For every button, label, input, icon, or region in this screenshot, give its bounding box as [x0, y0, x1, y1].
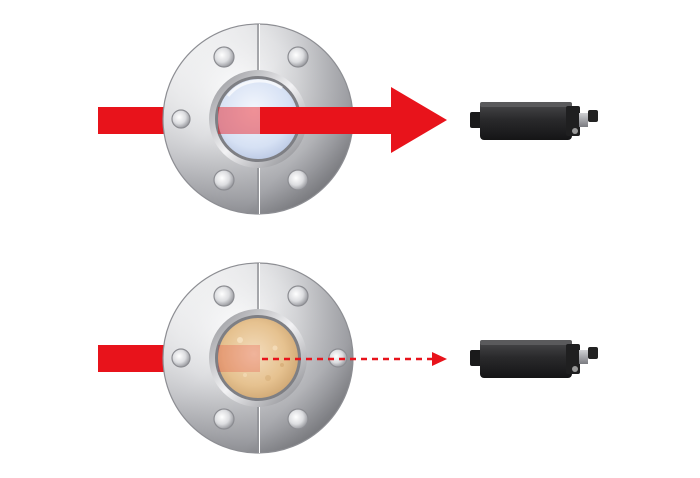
- bolt-hole: [287, 46, 309, 68]
- panel-coated: [98, 262, 598, 454]
- viewport-window-clean: [218, 79, 298, 159]
- laser-beam-arrowhead-weak: [432, 352, 447, 366]
- sensor-bottom: [470, 340, 598, 378]
- flange-top: [162, 23, 354, 215]
- bolt-hole: [171, 348, 191, 368]
- bolt-hole: [287, 169, 309, 191]
- flange-bottom: [162, 262, 354, 454]
- bolt-hole: [287, 285, 309, 307]
- bolt-hole: [287, 408, 309, 430]
- bolt-hole: [213, 46, 235, 68]
- sensor-top: [470, 102, 598, 140]
- laser-beam-arrow-strong: [260, 87, 447, 153]
- panel-clean: [98, 23, 598, 215]
- beam-through-window-bottom: [218, 345, 260, 372]
- bolt-hole: [213, 408, 235, 430]
- beam-through-window-top: [218, 107, 260, 134]
- bolt-hole: [171, 109, 191, 129]
- bolt-hole: [213, 169, 235, 191]
- bolt-hole: [213, 285, 235, 307]
